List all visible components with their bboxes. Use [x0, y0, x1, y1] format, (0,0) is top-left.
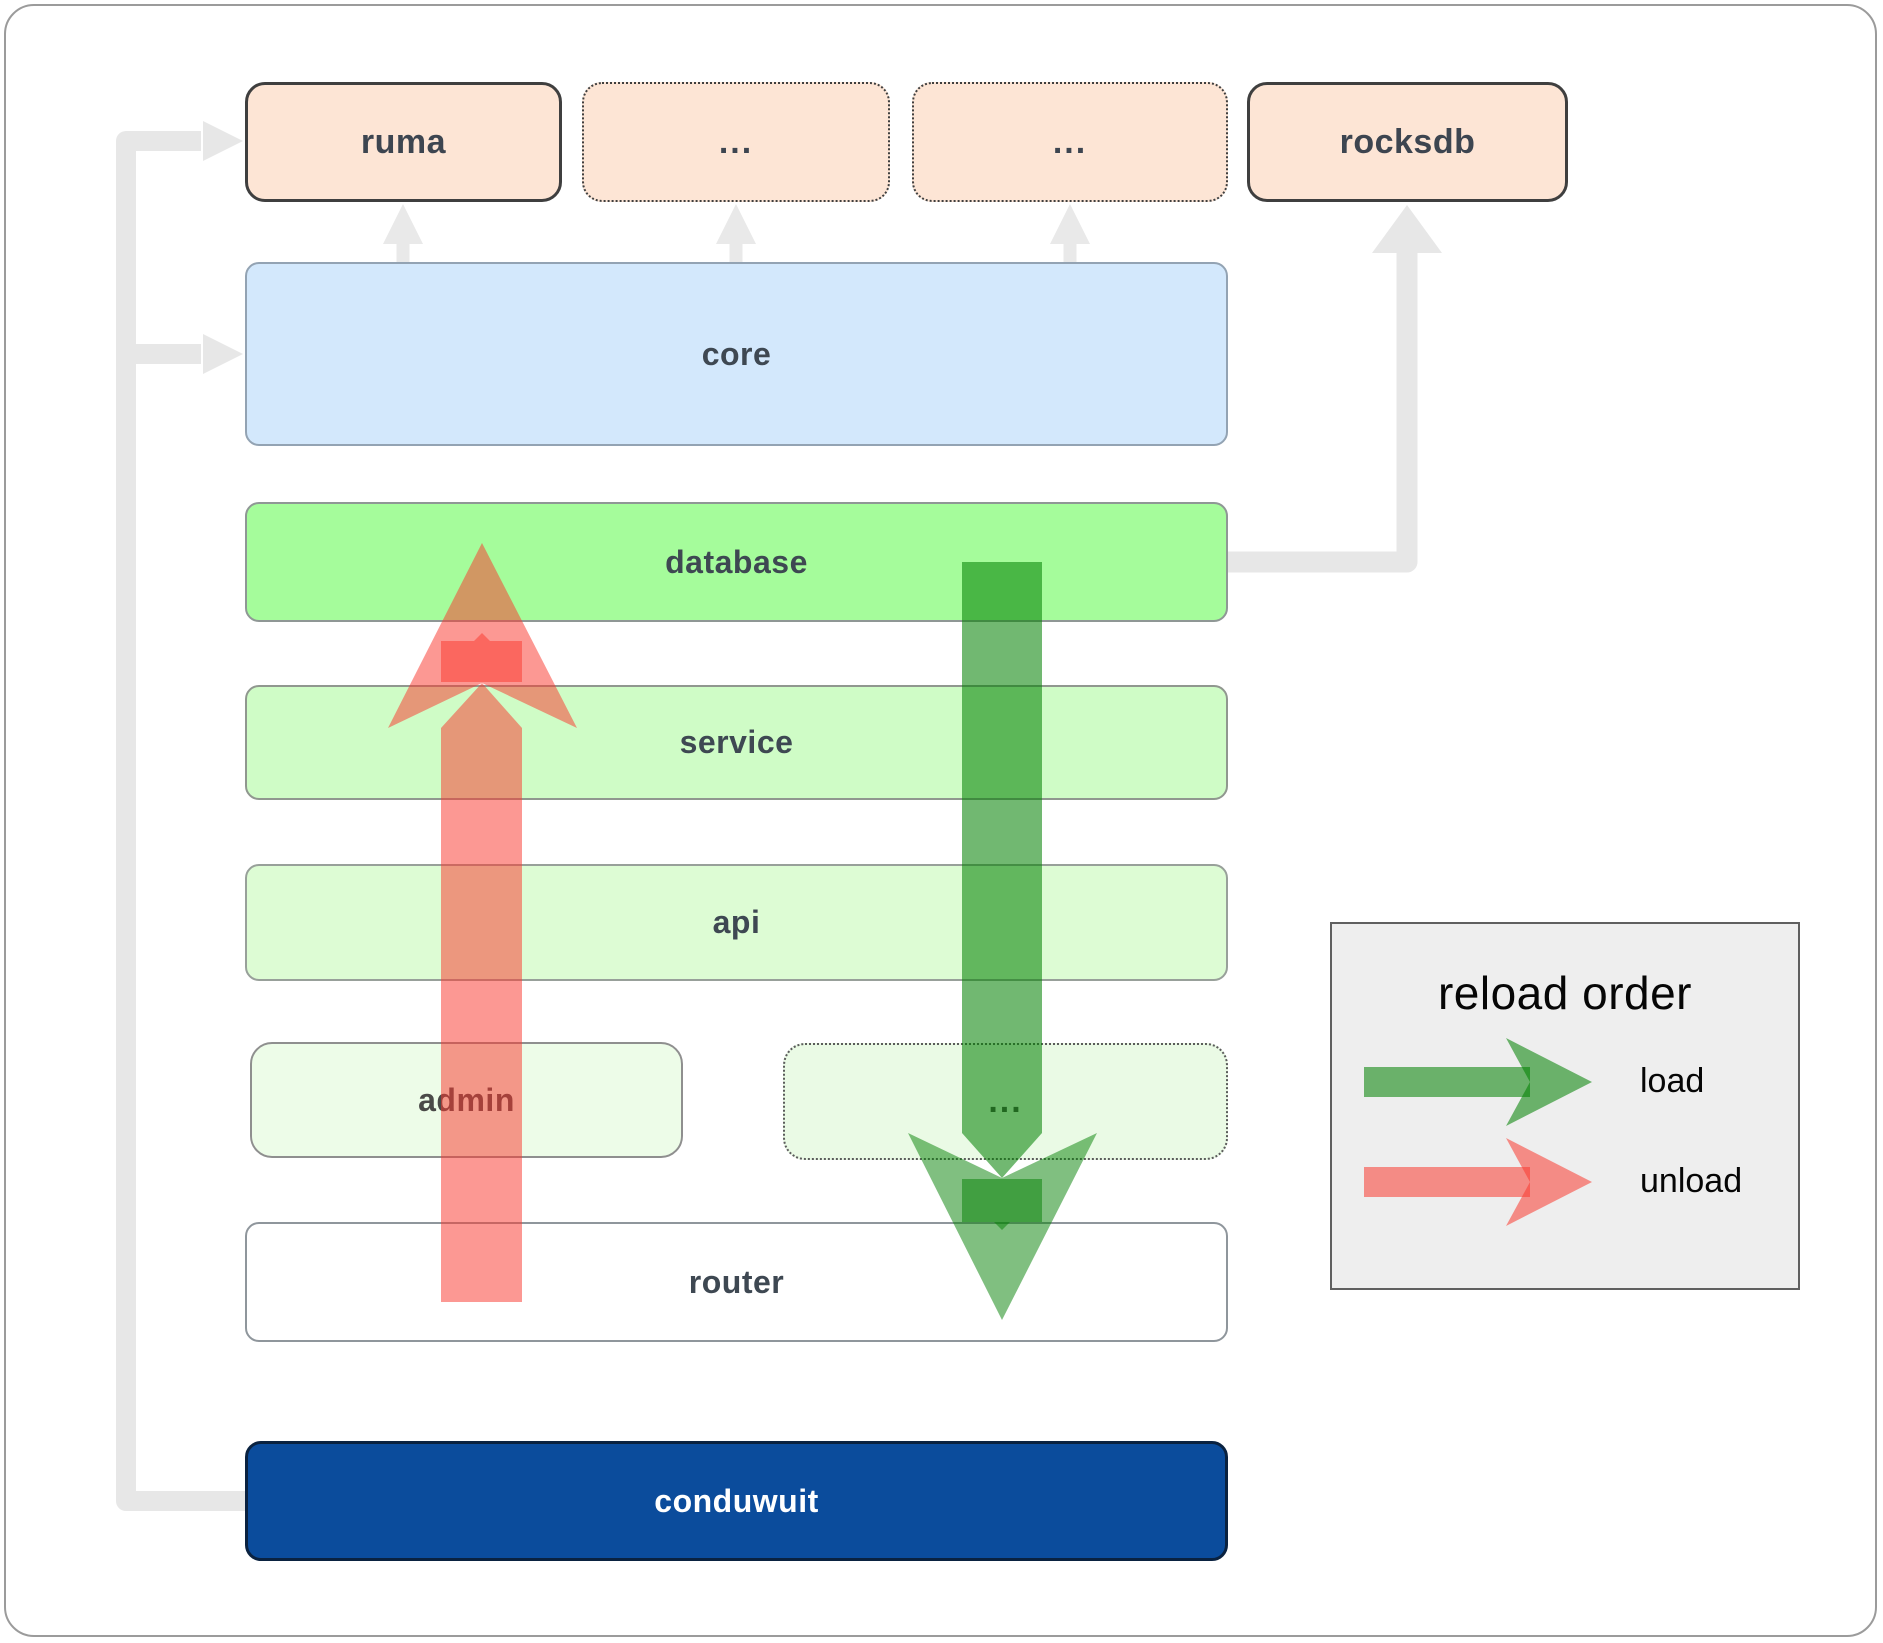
- legend-panel: reload order: [1330, 922, 1800, 1290]
- box-database-label: database: [665, 543, 808, 580]
- box-service: service: [245, 685, 1228, 800]
- box-admin-external: ...: [783, 1043, 1228, 1160]
- box-external-crate-1: ...: [582, 82, 890, 202]
- box-router-label: router: [688, 1263, 785, 1300]
- box-ruma-label: ruma: [360, 122, 447, 161]
- box-external-crate-2: ...: [912, 82, 1228, 202]
- box-service-label: service: [679, 724, 794, 760]
- box-database: database: [245, 502, 1228, 622]
- box-rocksdb: rocksdb: [1247, 82, 1568, 202]
- box-core: core: [245, 262, 1228, 446]
- outer-border: [4, 4, 1877, 1637]
- box-ruma: ruma: [245, 82, 562, 202]
- box-rocksdb-label: rocksdb: [1339, 122, 1476, 161]
- legend-unload-label: unload: [1640, 1162, 1743, 1200]
- box-external-crate-2-label: ...: [1052, 122, 1088, 161]
- box-api: api: [245, 864, 1228, 981]
- box-core-label: core: [701, 335, 772, 372]
- legend-title: reload order: [1437, 967, 1693, 1019]
- box-admin-label: admin: [418, 1081, 515, 1118]
- box-conduwuit-label: conduwuit: [654, 1482, 819, 1519]
- box-api-label: api: [712, 904, 761, 940]
- box-admin-external-label: ...: [988, 1082, 1023, 1120]
- legend-load-label: load: [1640, 1062, 1705, 1100]
- box-external-crate-1-label: ...: [718, 122, 754, 161]
- box-conduwuit: conduwuit: [245, 1441, 1228, 1561]
- box-router: router: [245, 1222, 1228, 1342]
- box-admin: admin: [250, 1042, 683, 1158]
